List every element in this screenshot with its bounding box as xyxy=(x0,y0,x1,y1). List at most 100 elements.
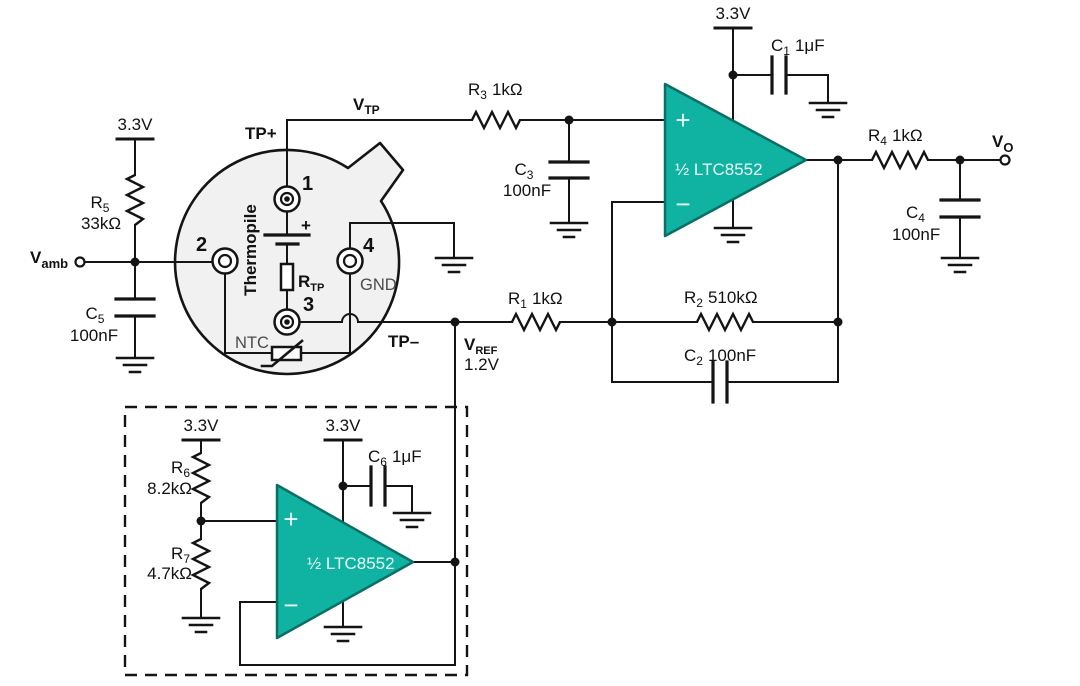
opamp1-label: ½ LTC8552 xyxy=(675,160,763,179)
resistor-r6 xyxy=(190,451,212,504)
ground-c1 xyxy=(808,101,848,119)
label-tp-plus: TP+ xyxy=(245,124,277,143)
label-pin2: 2 xyxy=(196,234,207,256)
label-c3-ref: C3 xyxy=(515,160,534,182)
junction-c1-supply xyxy=(728,70,738,80)
label-pin1: 1 xyxy=(302,173,313,195)
opamp2-label: ½ LTC8552 xyxy=(307,554,395,573)
junction-dots xyxy=(130,70,965,567)
capacitor-c1 xyxy=(770,55,788,95)
vref-generator-box xyxy=(123,405,469,677)
label-r6-value: 8.2kΩ xyxy=(147,479,192,498)
label-r7-ref: R7 xyxy=(171,544,190,566)
wire-left-bias xyxy=(84,138,214,359)
label-c5-value: 100nF xyxy=(70,326,118,345)
label-r7-value: 4.7kΩ xyxy=(147,564,192,583)
terminal-vamb xyxy=(74,256,86,268)
ground-c4 xyxy=(940,256,980,274)
label-thermopile: Thermopile xyxy=(241,204,260,296)
junction-r1-r2 xyxy=(607,317,617,327)
resistor-r7 xyxy=(190,537,212,590)
sensor-pin-2 xyxy=(211,247,239,275)
capacitor-c6 xyxy=(369,465,387,507)
junction-r3-c3 xyxy=(564,115,574,125)
junction-c6-supply xyxy=(338,481,348,491)
junction-r6-r7 xyxy=(196,516,206,526)
capacitor-c4 xyxy=(939,198,981,219)
label-c5-ref: C5 xyxy=(86,304,105,326)
wire-can-internal xyxy=(224,211,455,354)
ntc-thermistor-stroke xyxy=(260,339,304,368)
junction-vamb xyxy=(130,257,140,267)
opamp1-plus-input-sign: + xyxy=(675,105,690,135)
sensor-pin-1 xyxy=(273,185,301,213)
wire-vtp xyxy=(286,119,666,224)
ground-c3 xyxy=(549,221,589,239)
label-c4-value: 100nF xyxy=(892,225,940,244)
resistor-r3 xyxy=(470,109,522,131)
label-vref: VREF xyxy=(464,335,498,357)
thermopile-element xyxy=(263,233,311,246)
opamp2-plus-input-sign: + xyxy=(283,504,298,534)
ground-opamp1 xyxy=(713,226,753,244)
label-gnd-pin: GND xyxy=(360,276,397,294)
sensor-pin-4 xyxy=(336,247,364,275)
resistor-r2 xyxy=(695,311,755,333)
ground-sensor-gnd-pin xyxy=(434,256,474,274)
pin4-inner-ring xyxy=(342,253,358,269)
junction-opamp2-output xyxy=(450,557,460,567)
label-pin3: 3 xyxy=(303,294,314,316)
label-c3-value: 100nF xyxy=(503,181,551,200)
label-3v3-left: 3.3V xyxy=(118,115,154,134)
junction-vo-c4 xyxy=(955,155,965,165)
resistor-r5 xyxy=(124,173,146,226)
opamp1-minus-input-sign: − xyxy=(675,189,690,219)
opamp1-triangle xyxy=(663,82,808,238)
label-thermopile-plus: + xyxy=(301,216,311,235)
ground-opamp2 xyxy=(323,625,363,643)
resistor-r1 xyxy=(510,311,562,333)
resistor-r4 xyxy=(870,149,930,171)
junction-opamp1-output xyxy=(833,155,843,165)
capacitor-c5 xyxy=(114,297,156,318)
label-vo: VO xyxy=(992,132,1013,155)
label-r6-ref: R6 xyxy=(171,458,190,480)
ground-c6 xyxy=(392,511,432,529)
wire-tp-minus xyxy=(299,313,456,323)
label-3v3-opamp1: 3.3V xyxy=(716,4,752,23)
label-r5-ref: R5 xyxy=(91,193,110,215)
capacitor-c3 xyxy=(548,160,590,180)
label-r5-value: 33kΩ xyxy=(81,214,121,233)
sensor-can-outline xyxy=(173,141,405,376)
label-tp-minus: TP– xyxy=(388,332,419,351)
junction-r2-feedback xyxy=(833,317,843,327)
pin2-inner-ring xyxy=(217,253,233,269)
capacitor-c2 xyxy=(711,360,729,404)
sensor-pin-3 xyxy=(273,308,301,336)
rtp-resistor-body xyxy=(279,262,295,292)
label-rtp: RTP xyxy=(298,272,324,294)
label-vref-value: 1.2V xyxy=(464,355,500,374)
label-vtp: VTP xyxy=(353,95,380,117)
label-3v3-opamp2: 3.3V xyxy=(326,416,362,435)
opamp2-minus-input-sign: − xyxy=(283,590,298,620)
label-3v3-r6: 3.3V xyxy=(184,416,220,435)
wire-vref-feedback xyxy=(239,321,456,666)
pin1-center xyxy=(284,196,290,202)
label-vamb: Vamb xyxy=(30,248,68,271)
label-c4-ref: C4 xyxy=(906,203,925,225)
terminal-vo xyxy=(999,154,1011,166)
ground-r7 xyxy=(181,616,221,634)
pin3-center xyxy=(284,319,290,325)
label-pin4: 4 xyxy=(363,235,375,257)
opamp2-triangle xyxy=(275,483,415,640)
label-ntc: NTC xyxy=(235,334,269,352)
